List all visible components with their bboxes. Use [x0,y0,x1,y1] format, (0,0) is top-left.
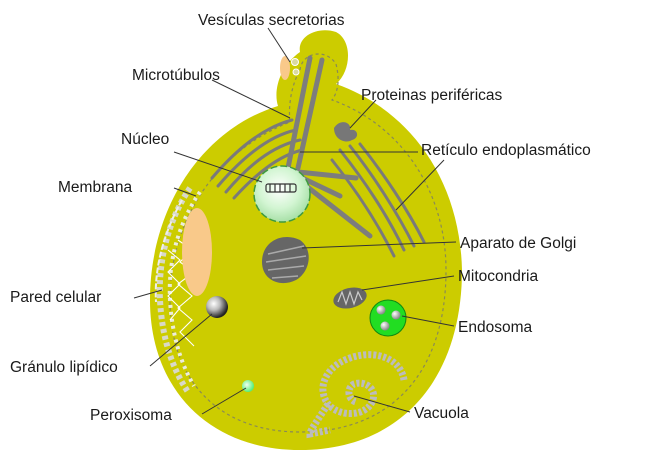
peroxisome [242,380,254,392]
label-aparato-de-golgi: Aparato de Golgi [460,235,576,252]
endosome [370,300,406,336]
label-granulo-lipidico: Gránulo lipídico [10,359,118,376]
nucleus [254,166,310,222]
label-microtubulos: Microtúbulos [132,67,220,84]
label-nucleo: Núcleo [121,131,169,148]
label-endosoma: Endosoma [458,319,532,336]
label-vesiculas-secretorias: Vesículas secretorias [198,12,345,29]
secretory-vesicle [292,59,299,66]
endosome-vesicle [392,311,401,320]
label-peroxisoma: Peroxisoma [90,407,172,424]
vacuole-body [182,208,212,296]
endosome-vesicle [381,322,390,331]
label-vacuola: Vacuola [414,405,469,422]
label-proteinas-perifericas: Proteinas periféricas [361,87,503,104]
label-reticulo-endoplasmatico: Retículo endoplasmático [421,142,591,159]
label-mitocondria: Mitocondria [458,268,538,285]
lipid-granule [206,296,228,318]
label-pared-celular: Pared celular [10,289,101,306]
secretory-vesicle [293,69,299,75]
label-membrana: Membrana [58,179,132,196]
endosome-vesicle [377,306,386,315]
